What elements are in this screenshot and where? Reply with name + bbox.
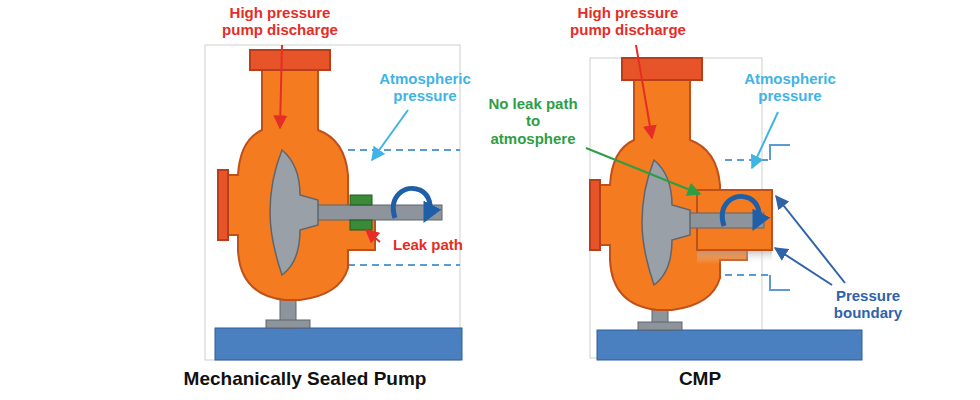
foot — [266, 320, 310, 328]
foot — [638, 322, 682, 330]
leader-line — [586, 148, 700, 194]
shaft — [300, 205, 442, 220]
callout-label: High pressure pump discharge — [210, 4, 350, 39]
atmosphere-line — [348, 264, 460, 266]
motor-outline — [770, 275, 790, 290]
pump-casing — [225, 70, 375, 300]
suction-flange — [590, 180, 600, 250]
callout-label: Atmospheric pressure — [735, 70, 845, 105]
atmosphere-line — [348, 149, 460, 151]
callout-label: Leak path — [383, 236, 473, 253]
suction-flange — [218, 170, 228, 240]
rotation-arrow — [393, 188, 430, 218]
rotation-arrow — [722, 196, 759, 226]
leader-line — [280, 45, 282, 128]
base — [597, 330, 862, 360]
callout-label: Pressure boundary — [813, 287, 923, 322]
leader-line — [636, 45, 652, 138]
discharge-flange — [250, 50, 330, 70]
canned-motor-pump — [586, 45, 862, 360]
callout-label: No leak path to atmosphere — [485, 95, 581, 147]
leader-line — [752, 112, 778, 168]
discharge-flange — [622, 58, 702, 80]
impeller — [642, 160, 690, 285]
callout-label: Atmospheric pressure — [370, 70, 480, 105]
leader-line — [366, 230, 380, 242]
caption-label: Mechanically Sealed Pump — [140, 368, 470, 390]
atmosphere-line — [725, 159, 770, 161]
mechanical-seal — [350, 220, 372, 230]
mechanical-seal — [350, 195, 372, 205]
impeller — [270, 150, 318, 275]
leader-line — [372, 110, 408, 160]
caption-label: CMP — [640, 368, 760, 390]
atmosphere-line — [725, 274, 770, 276]
shadow — [697, 250, 772, 264]
motor-outline — [770, 145, 790, 160]
callout-label: High pressure pump discharge — [558, 4, 698, 39]
base — [215, 328, 462, 360]
leader-line — [775, 248, 832, 285]
